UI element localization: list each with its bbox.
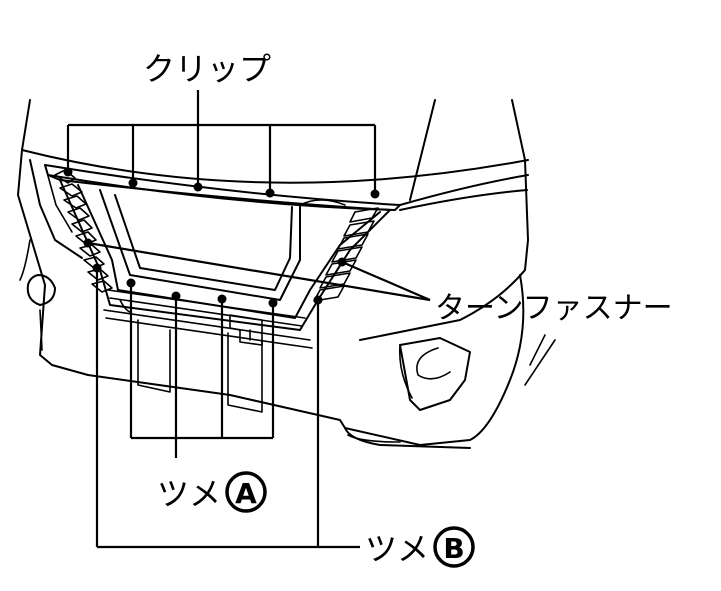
tab-b-points [92,263,323,305]
tab-b-label: ツメ B [365,526,475,568]
turn-fastener-points [83,238,347,267]
tab-a-points [126,278,278,308]
tab-a-point [171,291,181,301]
clip-point [265,188,275,198]
clip-leaders [66,90,377,193]
turn-fastener-point [337,257,347,267]
tab-b-point [313,295,323,305]
tab-b-leaders [95,268,360,549]
tab-a-point [268,298,278,308]
tab-a-prefix: ツメ [157,475,221,513]
tab-a-leaders [129,282,275,458]
clip-point [128,178,138,188]
tab-b-point [92,263,102,273]
tab-a-point [126,278,136,288]
tab-a-letter: A [235,477,257,510]
clip-points [63,167,380,199]
tab-a-point [217,294,227,304]
tab-b-badge [433,526,475,568]
vehicle-body-outline [17,99,556,449]
turn-fastener-point [83,238,93,248]
turn-fastener-leaders [87,241,431,302]
turn-fastener-label: ターンファスナー [435,291,673,326]
tab-a-label: ツメ A [157,471,267,513]
clip-point [63,167,73,177]
tab-b-letter: B [443,532,464,565]
tab-a-badge [225,471,267,513]
tab-b-prefix: ツメ [365,530,429,568]
clip-label: クリップ [143,50,271,88]
clip-point [370,189,380,199]
clip-point [193,182,203,192]
